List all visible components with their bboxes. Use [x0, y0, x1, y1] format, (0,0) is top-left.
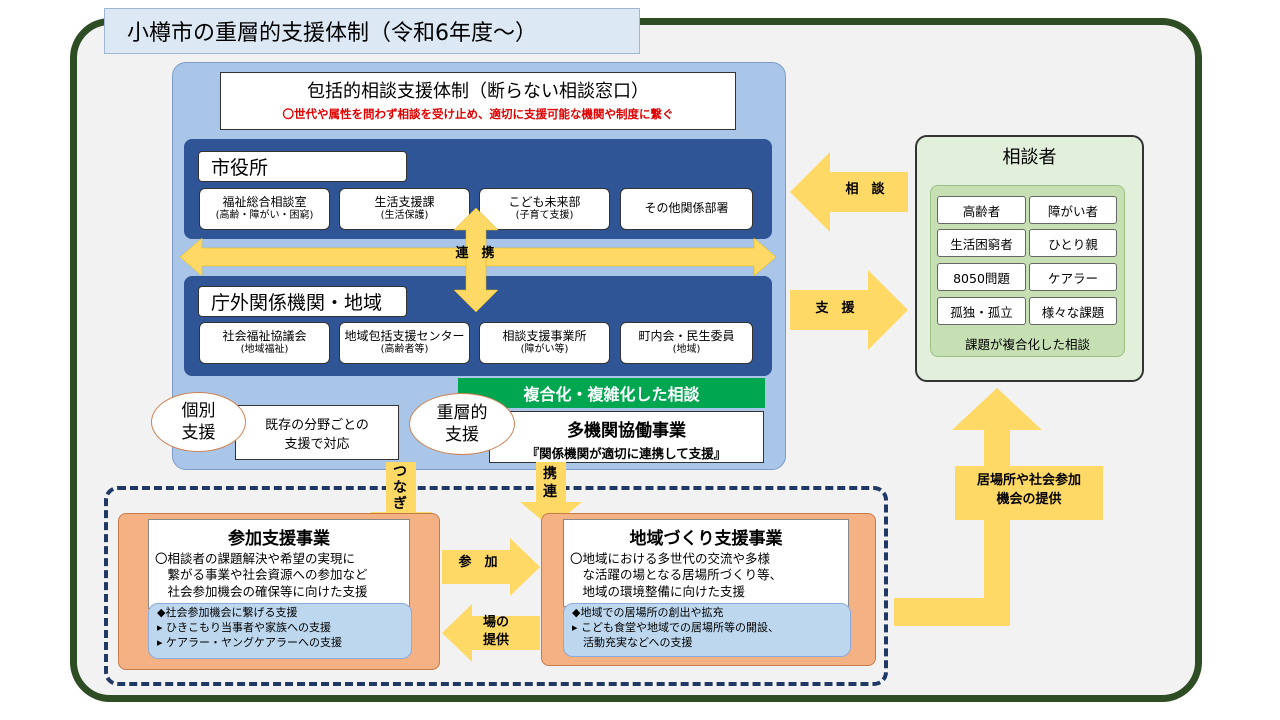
multi-agency-box: 多機関協働事業 『関係機関が適切に連携して支援』 — [489, 411, 764, 463]
ibasho-label-bg — [955, 466, 1103, 520]
dept-box: その他関係部署 — [620, 188, 753, 230]
ba-arrow — [442, 604, 540, 662]
org-sub: (地域福祉) — [240, 344, 289, 356]
participation-line: 社会参加機会の確保等に向けた支援 — [155, 583, 368, 599]
org-box: 地域包括支援センター (高齢者等) — [339, 322, 470, 364]
dept-box: 生活支援課 (生活保護) — [339, 188, 470, 230]
external-label: 庁外関係機関・地域 — [198, 286, 407, 317]
soudan-arrow — [790, 152, 908, 232]
bullet-item: ◆地域での居場所の創出や拡充 — [572, 606, 724, 619]
consultee-tag: 生活困窮者 — [937, 229, 1026, 257]
ibasho-label: 居場所や社会参加 機会の提供 — [976, 473, 1081, 507]
org-sub: (障がい等) — [520, 344, 569, 356]
participation-bullets: ◆社会参加機会に繋げる支援 ▸ ひきこもり当事者や家族への支援 ▸ ケアラー・ヤ… — [148, 603, 412, 659]
org-name: 相談支援事業所 — [502, 329, 587, 344]
community-description: 地域づくり支援事業 〇地域における多世代の交流や多様 な活躍の場となる居場所づく… — [563, 519, 849, 607]
org-sub: (高齢者等) — [380, 344, 429, 356]
shien-arrow — [790, 270, 908, 350]
comprehensive-title: 包括的相談支援体制（断らない相談窓口） — [307, 81, 649, 102]
dept-name: その他関係部署 — [644, 201, 729, 216]
comprehensive-subtitle: 〇世代や属性を問わず相談を受け止め、適切に支援可能な機関や制度に繋ぐ — [282, 107, 674, 121]
dept-sub: (高齢・障がい・困窮) — [215, 210, 314, 222]
dept-sub: (子育て支援) — [515, 210, 574, 222]
dept-name: 福祉総合相談室 — [222, 195, 307, 210]
ibasho-arrow — [894, 388, 1042, 626]
vertical-double-arrow — [453, 207, 499, 313]
community-line: な活躍の場となる居場所づくり等、 — [570, 567, 783, 583]
consultee-tag: ひとり親 — [1029, 229, 1117, 257]
tsunagi-label: つなぎ — [393, 464, 407, 513]
participation-line: 〇相談者の課題解決や希望の実現に — [155, 551, 356, 566]
sanka-arrow — [442, 538, 540, 596]
consultee-tag: 孤独・孤立 — [937, 297, 1026, 325]
multilayer-support-oval: 重層的 支援 — [409, 393, 515, 455]
org-box: 相談支援事業所 (障がい等) — [479, 322, 610, 364]
bullet-item: ▸ ケアラー・ヤングケアラーへの支援 — [157, 635, 343, 649]
page-title: 小樽市の重層的支援体制（令和6年度～） — [104, 8, 640, 54]
individual-support-oval: 個別 支援 — [151, 392, 246, 452]
consultee-tag: 障がい者 — [1029, 196, 1117, 224]
comprehensive-header: 包括的相談支援体制（断らない相談窓口） 〇世代や属性を問わず相談を受け止め、適切… — [220, 72, 736, 130]
project-area — [104, 486, 888, 686]
shien-label: 支 援 — [815, 301, 855, 316]
city-hall-label: 市役所 — [198, 151, 407, 182]
cooperation-label: 連 携 — [455, 246, 495, 261]
org-name: 社会福祉協議会 — [222, 329, 307, 344]
soudan-label: 相 談 — [845, 182, 885, 197]
participation-line: 繋がる事業や社会資源への参加など — [155, 567, 368, 583]
consultee-footer: 課題が複合化した相談 — [964, 337, 1090, 352]
renkei-label: 携連 — [543, 466, 557, 500]
dept-sub: (生活保護) — [380, 210, 429, 222]
consultee-tag: ケアラー — [1029, 263, 1117, 291]
bullet-item: ▸ こども食堂や地域での居場所等の開設、 — [572, 620, 780, 634]
dept-name: こども未来部 — [508, 195, 581, 210]
multi-agency-sub: 『関係機関が適切に連携して支援』 — [526, 446, 727, 461]
dept-name: 生活支援課 — [374, 195, 435, 210]
consultee-title: 相談者 — [1002, 147, 1057, 168]
participation-title: 参加支援事業 — [228, 529, 330, 549]
ba-label: 場の 提供 — [482, 615, 509, 649]
community-line: 地域の環境整備に向けた支援 — [570, 583, 746, 599]
org-sub: (地域) — [672, 344, 701, 356]
org-box: 社会福祉協議会 (地域福祉) — [199, 322, 330, 364]
bullet-item: ◆社会参加機会に繋げる支援 — [157, 606, 298, 619]
consultee-tag: 8050問題 — [937, 263, 1026, 291]
consultee-tag: 高齢者 — [937, 196, 1026, 224]
cooperation-arrows — [179, 207, 777, 313]
individual-support-text: 既存の分野ごとの 支援で対応 — [235, 405, 399, 460]
participation-description: 参加支援事業 〇相談者の課題解決や希望の実現に 繋がる事業や社会資源への参加など… — [148, 519, 410, 609]
dept-box: 福祉総合相談室 (高齢・障がい・困窮) — [199, 188, 330, 230]
dept-box: こども未来部 (子育て支援) — [479, 188, 610, 230]
consultee-tag: 様々な課題 — [1029, 297, 1117, 325]
community-bullets: ◆地域での居場所の創出や拡充 ▸ こども食堂や地域での居場所等の開設、 活動充実… — [563, 603, 851, 657]
bullet-item: 活動充実などへの支援 — [572, 635, 693, 649]
community-title: 地域づくり支援事業 — [629, 529, 783, 549]
renkei-arrow — [520, 462, 582, 528]
bullet-item: ▸ ひきこもり当事者や家族への支援 — [157, 620, 332, 634]
sanka-label: 参 加 — [458, 555, 498, 570]
complex-consultation-bar: 複合化・複雑化した相談 — [458, 378, 765, 408]
org-name: 町内会・民生委員 — [638, 329, 735, 344]
org-name: 地域包括支援センター — [344, 329, 465, 344]
community-line: 〇地域における多世代の交流や多様 — [570, 551, 771, 566]
org-box: 町内会・民生委員 (地域) — [620, 322, 753, 364]
multi-agency-title: 多機関協働事業 — [567, 421, 686, 441]
